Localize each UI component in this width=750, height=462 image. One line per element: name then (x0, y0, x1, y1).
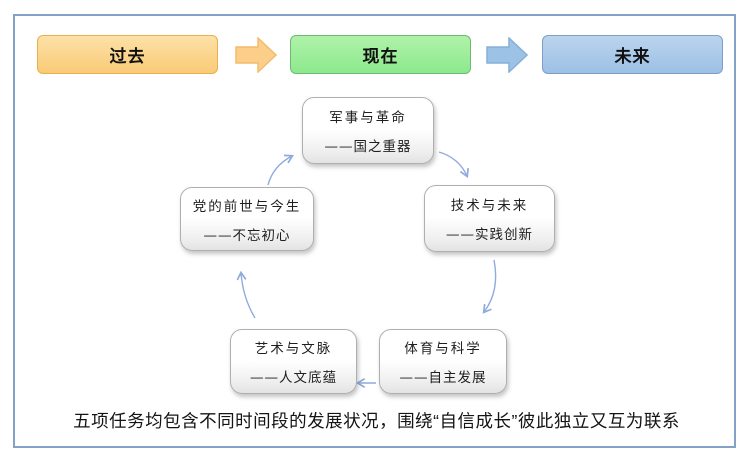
node-title: 技术与未来 (450, 198, 529, 214)
cycle-node-tech: 技术与未来 ——实践创新 (424, 185, 555, 252)
node-subtitle: ——不忘初心 (203, 227, 291, 244)
slide-frame: 过去 现在 未来 军事与革命 ——国之重器 技术与未来 ——实践创 (13, 14, 736, 448)
cycle-arrow-party-to-military (267, 154, 294, 186)
node-title: 军事与革命 (329, 110, 407, 126)
cycle-arrow-military-to-tech (438, 151, 469, 179)
timeline-box-past: 过去 (37, 35, 218, 74)
node-title: 艺术与文脉 (254, 341, 333, 357)
node-subtitle: ——人文底蕴 (250, 370, 337, 386)
block-arrow-right-icon (235, 37, 277, 73)
timeline-box-future: 未来 (542, 35, 723, 74)
cycle-node-party: 党的前世与今生 ——不忘初心 (180, 187, 314, 251)
cycle-node-sport: 体育与科学 ——自主发展 (379, 329, 507, 394)
node-subtitle: ——实践创新 (446, 227, 533, 243)
timeline-label-future: 未来 (614, 47, 651, 66)
cycle-arrow-tech-to-sport (482, 259, 497, 314)
timeline-box-present: 现在 (290, 35, 471, 74)
node-subtitle: ——国之重器 (324, 139, 412, 155)
cycle-arrow-art-to-party (236, 270, 256, 319)
node-subtitle: ——自主发展 (399, 370, 487, 386)
cycle-node-art: 艺术与文脉 ——人文底蕴 (230, 329, 357, 394)
timeline-label-past: 过去 (109, 47, 146, 66)
cycle-node-military: 军事与革命 ——国之重器 (302, 97, 434, 164)
node-title: 党的前世与今生 (192, 198, 302, 215)
cycle-arrows (236, 151, 497, 388)
node-title: 体育与科学 (404, 341, 482, 357)
block-arrow-right-icon (486, 37, 528, 73)
timeline-label-present: 现在 (362, 47, 399, 66)
caption-text: 五项任务均包含不同时间段的发展状况，围绕“自信成长”彼此独立又互为联系 (73, 411, 680, 431)
